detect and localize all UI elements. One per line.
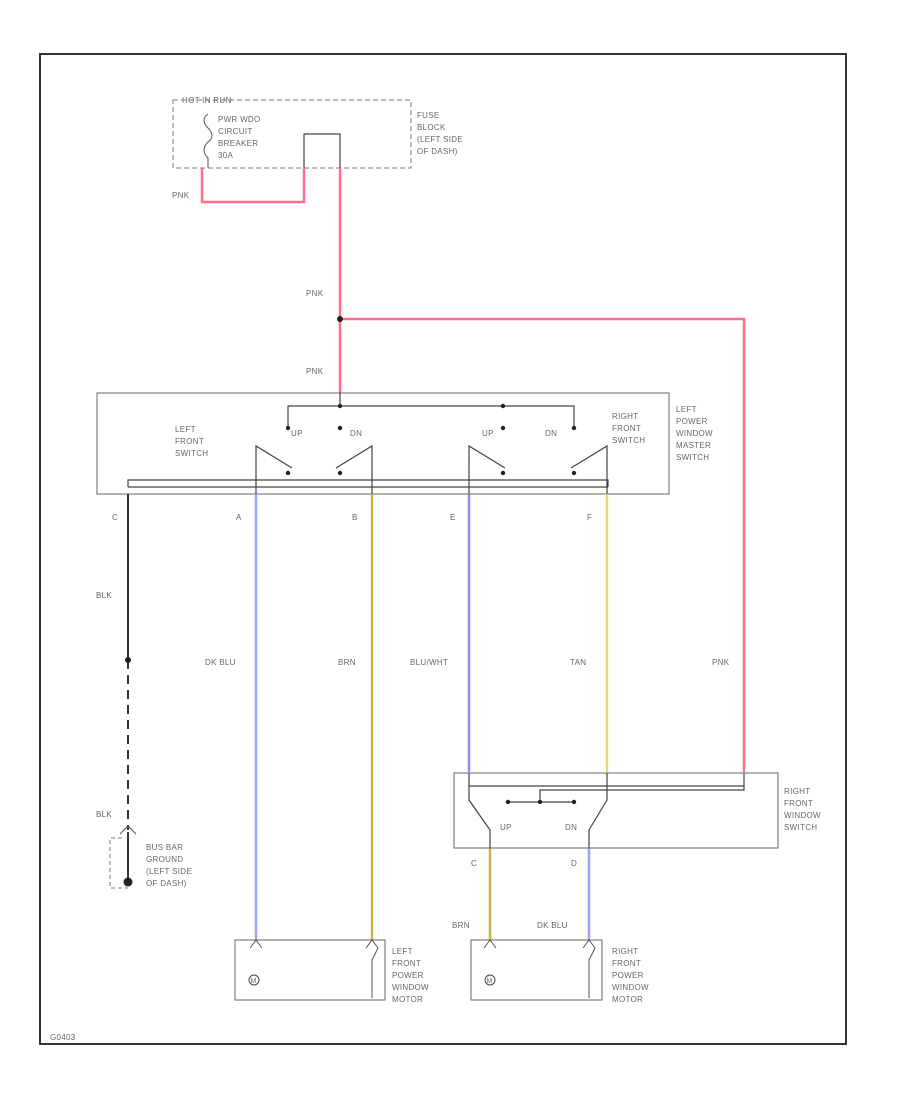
master-switch-outline <box>96 392 670 495</box>
ground-point <box>123 877 133 887</box>
ground-connector <box>119 825 137 835</box>
right-motor-connector-a <box>483 939 497 949</box>
dn-label-2: DN <box>545 429 557 438</box>
breaker-label: PWR WDO CIRCUIT BREAKER 30A <box>218 115 263 160</box>
left-motor-symbol <box>248 974 260 986</box>
wire-label-pnk-2: PNK <box>306 289 324 298</box>
splice-dot-blk <box>125 657 131 663</box>
switch-arm-3 <box>468 444 506 494</box>
diagram-frame <box>39 53 847 1045</box>
ground-circuit: BLK BLK BUS BAR GROUND (LEFT SIDE OF DAS… <box>96 494 195 889</box>
master-switch: UP DN UP DN LEFT FRONT SWITCH RIGHT FRON… <box>96 392 715 522</box>
master-bottom-bus <box>127 479 609 487</box>
right-switch-title: RIGHT FRONT WINDOW SWITCH <box>784 787 823 832</box>
master-contacts <box>285 403 577 476</box>
wire-label-blk-2: BLK <box>96 810 112 819</box>
left-motor-label: LEFT FRONT POWER WINDOW MOTOR <box>392 947 431 1004</box>
right-motor-outline <box>470 939 603 1001</box>
right-pin-d: D <box>571 859 577 868</box>
switch-arm-4 <box>570 444 608 494</box>
breaker-loop <box>303 133 341 168</box>
master-top-bus <box>287 405 575 428</box>
pnk-breaker-wire <box>200 168 306 204</box>
right-dn-label: DN <box>565 823 577 832</box>
splice-dot-pnk <box>337 316 343 322</box>
fuse-block-outline <box>172 99 412 169</box>
right-front-switch-label: RIGHT FRONT SWITCH <box>612 412 645 445</box>
wire-label-tan: TAN <box>570 658 586 667</box>
wire-label-brn-left: BRN <box>338 658 356 667</box>
up-label-2: UP <box>482 429 494 438</box>
wire-label-blu-wht: BLU/WHT <box>410 658 448 667</box>
figure-id: G0403 <box>50 1033 76 1042</box>
left-front-switch-label: LEFT FRONT SWITCH <box>175 425 208 458</box>
wire-label-pnk-3: PNK <box>306 367 324 376</box>
left-motor-connector-a <box>249 939 263 949</box>
left-motor-m: M <box>251 978 257 985</box>
right-up-label: UP <box>500 823 512 832</box>
wire-label-brn-right: BRN <box>452 921 470 930</box>
switch-arm-2 <box>335 444 373 494</box>
right-window-motor: M RIGHT FRONT POWER WINDOW MOTOR <box>470 939 651 1004</box>
wire-label-pnk-1: PNK <box>172 191 190 200</box>
wire-label-dk-blu-right: DK BLU <box>537 921 568 930</box>
pnk-right-wire <box>340 317 746 772</box>
wire-label-blk-1: BLK <box>96 591 112 600</box>
left-window-motor: M LEFT FRONT POWER WINDOW MOTOR <box>234 939 431 1004</box>
left-motor-outline <box>234 939 386 1001</box>
master-switch-title: LEFT POWER WINDOW MASTER SWITCH <box>676 405 715 462</box>
ground-dashed-bracket <box>109 837 128 889</box>
master-pin-e: E <box>450 513 456 522</box>
master-pin-c: C <box>112 513 118 522</box>
right-arm-dn <box>588 786 608 848</box>
ground-label: BUS BAR GROUND (LEFT SIDE OF DASH) <box>146 843 195 888</box>
left-motor-connector-b <box>365 939 379 998</box>
right-window-switch: UP DN RIGHT FRONT WINDOW SWITCH C D <box>453 772 823 868</box>
dn-label-1: DN <box>350 429 362 438</box>
hot-in-run-label: HOT IN RUN <box>182 96 232 105</box>
right-switch-center <box>508 786 745 803</box>
pnk-circuit <box>200 168 746 772</box>
right-switch-contacts <box>505 799 577 805</box>
right-motor-symbol <box>484 974 496 986</box>
up-label-1: UP <box>291 429 303 438</box>
switch-arm-1 <box>255 444 293 494</box>
master-pin-a: A <box>236 513 242 522</box>
right-arm-up <box>468 786 491 848</box>
master-pin-b: B <box>352 513 358 522</box>
master-pin-f: F <box>587 513 592 522</box>
right-motor-connector-b <box>582 939 596 998</box>
right-motor-label: RIGHT FRONT POWER WINDOW MOTOR <box>612 947 651 1004</box>
wire-label-pnk-right: PNK <box>712 658 730 667</box>
wire-label-dk-blu-left: DK BLU <box>205 658 236 667</box>
fuse-block: HOT IN RUN PWR WDO CIRCUIT BREAKER 30A F… <box>172 96 466 169</box>
right-switch-outline <box>453 772 779 849</box>
right-pin-c: C <box>471 859 477 868</box>
right-motor-m: M <box>487 978 493 985</box>
breaker-symbol <box>203 113 213 168</box>
fuse-block-label: FUSE BLOCK (LEFT SIDE OF DASH) <box>417 111 466 156</box>
